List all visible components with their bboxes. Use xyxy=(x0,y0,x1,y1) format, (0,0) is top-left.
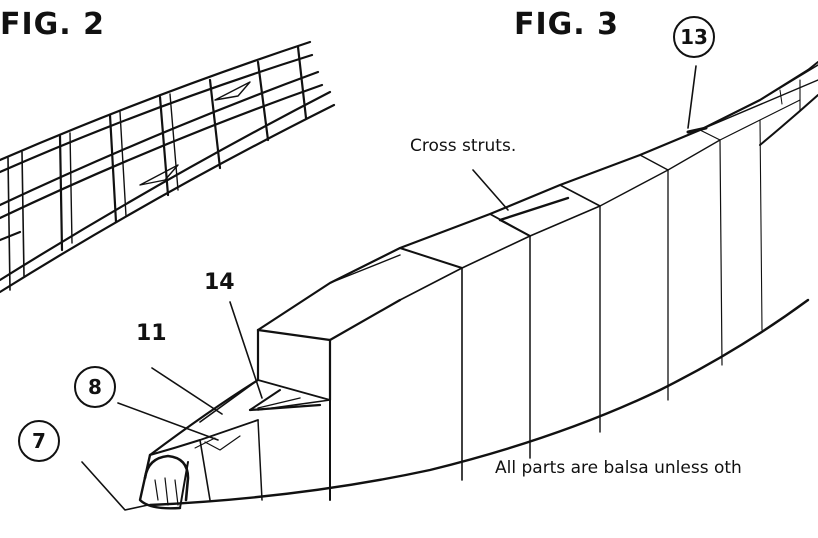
part-11-label: 11 xyxy=(136,321,167,346)
part-14-label: 14 xyxy=(204,270,235,295)
fig2-title: FIG. 2 xyxy=(0,7,105,42)
part-13-callout: 13 xyxy=(673,16,715,58)
fig3-fuselage-drawing xyxy=(138,61,818,510)
leader-lines xyxy=(81,65,697,511)
cross-struts-annotation: Cross struts. xyxy=(410,136,517,156)
part-7-callout: 7 xyxy=(18,420,60,462)
fig2-frame-drawing xyxy=(0,40,336,294)
fig3-title: FIG. 3 xyxy=(514,7,619,42)
part-8-callout: 8 xyxy=(74,366,116,408)
material-note: All parts are balsa unless oth xyxy=(495,458,742,478)
